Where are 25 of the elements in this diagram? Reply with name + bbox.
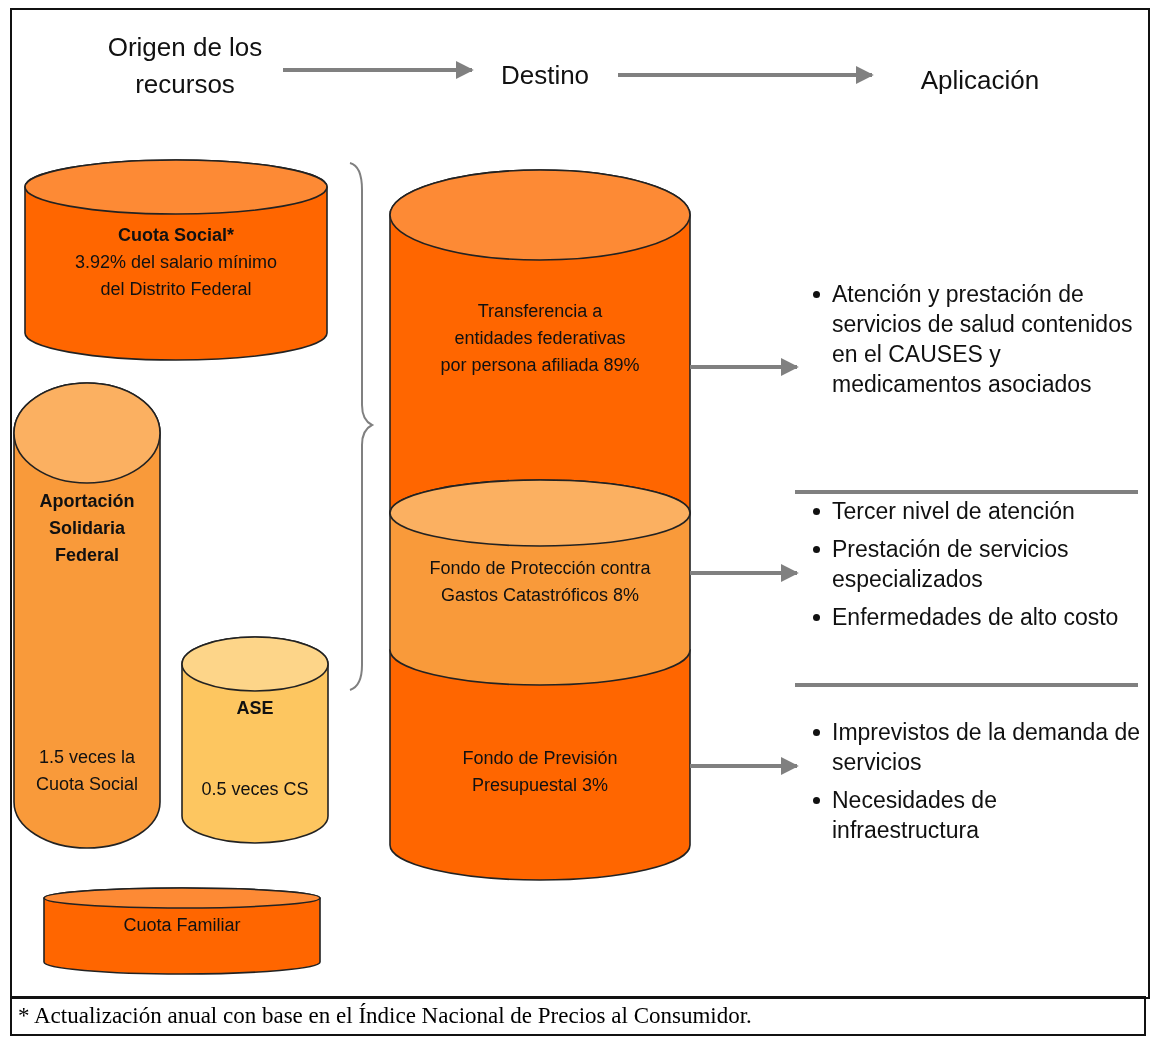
cylinder-label: Cuota Familiar [123, 914, 241, 937]
bullet-text: Tercer nivel de atención [832, 497, 1076, 526]
stage-heading: Aplicación [919, 63, 1041, 97]
bullet-text: Necesidades de infraestructura [832, 785, 998, 845]
bullet-text: Enfermedades de alto costo [832, 602, 1120, 632]
cylinder-label: Cuota Social* [118, 224, 234, 247]
cylinder-label: Aportación Solidaria Federal [38, 490, 136, 567]
arrow [690, 358, 799, 376]
cylinder-label: Transferencia a entidades federativas por persona afiliada 89% [440, 300, 640, 377]
cylinder-label: ASE [236, 697, 274, 720]
arrow [283, 61, 474, 79]
cylinder-note: 0.5 veces CS [201, 778, 309, 801]
arrow [690, 757, 799, 775]
cylinder-label: Fondo de Previsión Presupuestal 3% [461, 747, 619, 797]
cylinder-note: 1.5 veces la Cuota Social [34, 746, 140, 796]
bullet-text: Imprevistos de la demanda de servicios [832, 718, 1142, 777]
stage-heading: Destino [499, 58, 591, 92]
cylinder-label: Fondo de Protección contra Gastos Catastróficos 8% [428, 557, 652, 607]
bullet-text: Prestación de servicios especializados [832, 534, 1070, 594]
bullet-text: Atención y prestación de servicios de salud contenidos en el CAUSES y medicamentos asociados [832, 280, 1134, 399]
arrow [618, 66, 874, 84]
cylinder-note: 3.92% del salario mínimo del Distrito Federal [73, 251, 279, 301]
footnote: * Actualización anual con base en el Índice Nacional de Precios al Consumidor. [10, 996, 1146, 1036]
stage-heading: Origen de los recursos [106, 31, 264, 101]
arrow [690, 564, 799, 582]
